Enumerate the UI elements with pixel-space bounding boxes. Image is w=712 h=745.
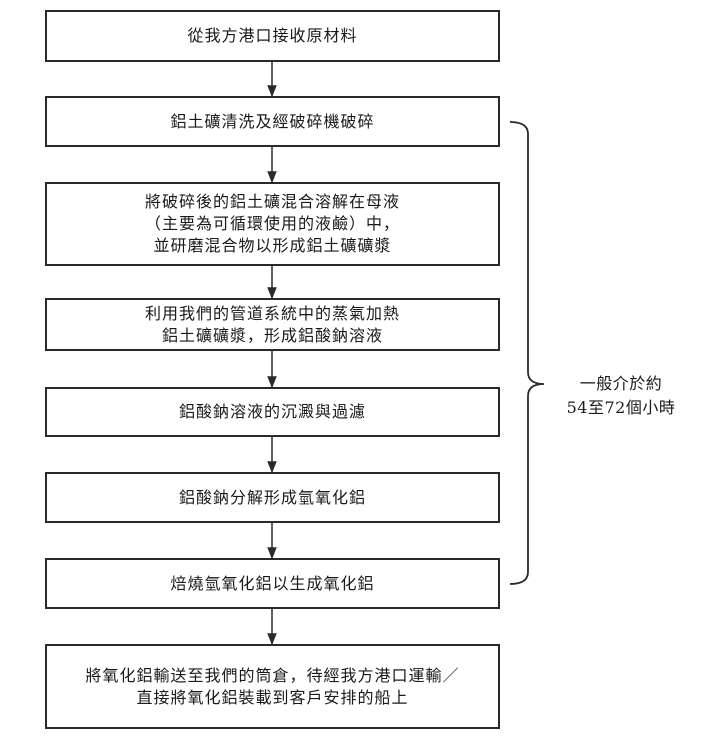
step-8-text-line-1: 將氧化鋁輸送至我們的筒倉，待經我方港口運輸／ xyxy=(85,665,460,685)
step-4-text-line-1: 利用我們的管道系統中的蒸氣加熱 xyxy=(144,303,400,323)
step-3-text-line-2: （主要為可循環使用的液鹼）中， xyxy=(144,214,400,233)
step-6-text: 鋁酸鈉分解形成氫氧化鋁 xyxy=(178,487,366,507)
step-storage-and-shipping: 將氧化鋁輸送至我們的筒倉，待經我方港口運輸／ 直接將氧化鋁裝載到客戶安排的船上 xyxy=(45,644,500,729)
step-receive-raw-materials: 從我方港口接收原材料 xyxy=(45,10,500,62)
duration-bracket xyxy=(509,121,545,585)
step-3-text-line-1: 將破碎後的鋁土礦混合溶解在母液 xyxy=(144,192,400,211)
duration-label: 一般介於約 54至72個小時 xyxy=(556,372,686,420)
step-decomposition: 鋁酸鈉分解形成氫氧化鋁 xyxy=(45,472,500,523)
duration-label-line-1: 一般介於約 xyxy=(579,374,663,393)
step-calcination: 焙燒氫氧化鋁以生成氧化鋁 xyxy=(45,558,500,609)
step-wash-and-crush: 鋁土礦清洗及經破碎機破碎 xyxy=(45,96,500,147)
duration-label-line-2: 54至72個小時 xyxy=(566,398,676,417)
step-precipitation-filtration: 鋁酸鈉溶液的沉澱與過濾 xyxy=(45,387,500,437)
step-2-text: 鋁土礦清洗及經破碎機破碎 xyxy=(170,111,375,131)
step-3-text-line-3: 並研磨混合物以形成鋁土礦礦漿 xyxy=(153,236,392,255)
step-7-text: 焙燒氫氧化鋁以生成氧化鋁 xyxy=(170,573,375,593)
step-mix-and-grind: 將破碎後的鋁土礦混合溶解在母液 （主要為可循環使用的液鹼）中， 並研磨混合物以形… xyxy=(45,182,500,266)
step-1-text: 從我方港口接收原材料 xyxy=(187,26,358,45)
step-8-text-line-2: 直接將氧化鋁裝載到客戶安排的船上 xyxy=(136,687,409,707)
step-5-text: 鋁酸鈉溶液的沉澱與過濾 xyxy=(178,402,366,421)
step-4-text-line-2: 鋁土礦礦漿，形成鋁酸鈉溶液 xyxy=(161,325,383,345)
step-steam-heating: 利用我們的管道系統中的蒸氣加熱 鋁土礦礦漿，形成鋁酸鈉溶液 xyxy=(45,298,500,351)
